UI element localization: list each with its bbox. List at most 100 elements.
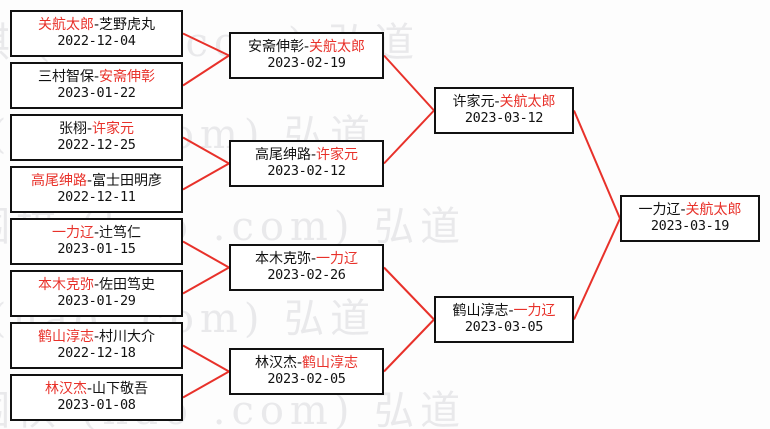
connector-line: [182, 32, 230, 57]
connector-line: [573, 110, 621, 219]
connector-line: [182, 344, 230, 373]
name-separator: -: [93, 329, 100, 346]
name-separator: -: [93, 69, 100, 86]
match-date: 2023-02-12: [267, 163, 346, 180]
match-date: 2022-12-11: [57, 189, 136, 206]
winner-name: 许家元: [92, 121, 135, 138]
loser-name: 辻笃仁: [99, 225, 142, 242]
match-date: 2023-02-26: [267, 267, 346, 284]
winner-name: 关航太郎: [685, 202, 742, 219]
winner-name: 关航太郎: [37, 17, 94, 34]
match-players: 本木克弥-一力辽: [255, 251, 358, 267]
loser-name: 高尾绅路: [254, 147, 311, 164]
name-separator: -: [303, 39, 310, 56]
name-separator: -: [93, 225, 100, 242]
name-separator: -: [310, 251, 317, 268]
winner-name: 关航太郎: [499, 94, 556, 111]
match-players: 鹤山淳志-村川大介: [38, 329, 155, 345]
winner-name: 鹤山淳志: [302, 355, 359, 372]
match-players: 高尾绅路-富士田明彦: [31, 173, 162, 189]
connector-line: [182, 266, 230, 295]
connector-line: [182, 162, 230, 191]
connector-line: [383, 54, 435, 112]
match-players: 一力辽-辻笃仁: [52, 225, 141, 241]
match-date: 2023-02-05: [267, 371, 346, 388]
match-players: 安斋伸彰-关航太郎: [248, 39, 365, 55]
name-separator: -: [680, 202, 686, 219]
winner-name: 关航太郎: [309, 39, 366, 56]
match-date: 2023-03-12: [464, 110, 544, 127]
connector-line: [383, 318, 435, 373]
match-date: 2022-12-18: [57, 345, 136, 362]
match-players: 一力辽-关航太郎: [638, 202, 741, 218]
match-players: 林汉杰-鹤山淳志: [255, 355, 358, 371]
match-date: 2022-12-25: [57, 137, 136, 154]
winner-name: 鹤山淳志: [37, 329, 94, 346]
connector-line: [182, 240, 230, 269]
match-players: 许家元-关航太郎: [452, 94, 555, 110]
match-date: 2023-02-19: [267, 55, 346, 72]
name-separator: -: [93, 277, 100, 294]
winner-name: 一力辽: [51, 225, 94, 242]
match-players: 张栩-许家元: [59, 121, 134, 137]
winner-name: 林汉杰: [44, 381, 87, 398]
winner-name: 一力辽: [513, 303, 556, 320]
name-separator: -: [508, 303, 514, 320]
match-players: 关航太郎-芝野虎丸: [38, 17, 155, 33]
match-date: 2022-12-04: [57, 33, 136, 50]
match-date: 2023-01-08: [57, 397, 136, 414]
connector-line: [383, 266, 435, 321]
loser-name: 富士田明彦: [92, 173, 163, 190]
name-separator: -: [310, 147, 317, 164]
loser-name: 本木克弥: [254, 251, 311, 268]
match-date: 2023-03-19: [650, 218, 730, 235]
loser-name: 佐田笃史: [99, 277, 156, 294]
match-date: 2023-03-05: [464, 319, 544, 336]
match-date: 2023-01-29: [57, 293, 136, 310]
winner-name: 安斋伸彰: [99, 69, 156, 86]
name-separator: -: [93, 17, 100, 34]
match-date: 2023-01-15: [57, 241, 136, 258]
loser-name: 三村智保: [37, 69, 94, 86]
match-date: 2023-01-22: [57, 85, 136, 102]
winner-name: 一力辽: [316, 251, 359, 268]
loser-name: 村川大介: [99, 329, 156, 346]
connector-line: [383, 109, 435, 165]
winner-name: 许家元: [316, 147, 359, 164]
name-separator: -: [86, 173, 93, 190]
connector-line: [182, 54, 230, 87]
loser-name: 鹤山淳志: [452, 303, 509, 320]
match-players: 高尾绅路-许家元: [255, 147, 358, 163]
connector-line: [573, 218, 621, 320]
connector-line: [182, 136, 230, 165]
loser-name: 芝野虎丸: [99, 17, 156, 34]
loser-name: 林汉杰: [254, 355, 297, 372]
connector-line: [182, 370, 230, 399]
loser-name: 山下敬吾: [92, 381, 149, 398]
winner-name: 高尾绅路: [30, 173, 87, 190]
name-separator: -: [86, 121, 93, 138]
match-players: 本木克弥-佐田笃史: [38, 277, 155, 293]
name-separator: -: [494, 94, 500, 111]
loser-name: 张栩: [58, 121, 87, 138]
match-players: 林汉杰-山下敬吾: [45, 381, 148, 397]
name-separator: -: [86, 381, 93, 398]
name-separator: -: [296, 355, 303, 372]
loser-name: 许家元: [452, 94, 495, 111]
